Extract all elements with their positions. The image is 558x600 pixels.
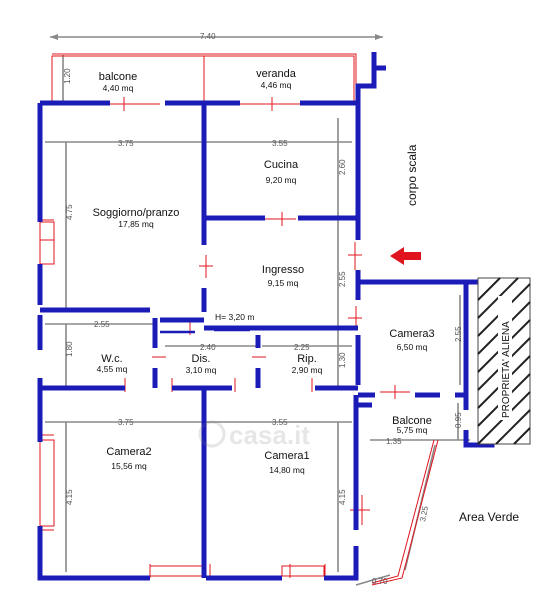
room-balcone-name: balcone bbox=[99, 71, 138, 83]
room-ingresso-area: 9,15 mq bbox=[268, 278, 299, 288]
dim-camera2-depth: 4.15 bbox=[65, 489, 74, 505]
room-wc-area: 4,55 mq bbox=[97, 364, 128, 374]
room-camera2-area: 15,56 mq bbox=[111, 461, 147, 471]
dim-bottom-edge: 0.70 bbox=[372, 577, 388, 586]
dim-soggiorno-width: 3.75 bbox=[118, 139, 134, 148]
room-cucina-area: 9,20 mq bbox=[266, 175, 297, 185]
proprieta-aliena-label: PROPRIETA' ALIENA bbox=[501, 321, 512, 418]
dim-camera1-depth: 4.15 bbox=[338, 489, 347, 505]
room-rip-name: Rip. bbox=[297, 353, 317, 365]
dim-camera1-width: 3.55 bbox=[272, 418, 288, 427]
watermark: casa.it bbox=[198, 420, 310, 450]
room-wc-name: W.c. bbox=[101, 353, 122, 365]
dim-cucina-depth: 2.60 bbox=[338, 159, 347, 175]
dim-cucina-width: 3.55 bbox=[272, 139, 288, 148]
dimension-texts: 7.40 1.20 3.75 3.55 2.60 4.75 2.55 2.55 … bbox=[63, 32, 463, 586]
room-camera1-name: Camera1 bbox=[264, 450, 309, 462]
walls bbox=[37, 52, 495, 581]
outside-labels: corpo scala Area Verde PROPRIETA' ALIENA bbox=[405, 144, 519, 524]
room-veranda-name: veranda bbox=[256, 68, 297, 80]
dim-wc-depth: 1.80 bbox=[65, 341, 74, 357]
dim-rip-depth: 1.30 bbox=[338, 352, 347, 368]
dim-camera2-width: 3.75 bbox=[118, 418, 134, 427]
room-balcone-right-name: Balcone bbox=[392, 415, 432, 427]
dim-dis-width: 2.40 bbox=[200, 343, 216, 352]
area-verde-label: Area Verde bbox=[459, 510, 519, 524]
room-camera3-area: 6,50 mq bbox=[397, 342, 428, 352]
entrance-arrow-icon bbox=[390, 247, 421, 265]
dim-soggiorno-depth: 4.75 bbox=[65, 204, 74, 220]
room-ingresso-name: Ingresso bbox=[262, 264, 304, 276]
room-dis-name: Dis. bbox=[192, 353, 211, 365]
room-dis-area: 3,10 mq bbox=[186, 365, 217, 375]
dim-ingresso-depth: 2.55 bbox=[338, 271, 347, 287]
dim-balcone-right-width: 1.35 bbox=[386, 437, 402, 446]
watermark-text: casa.it bbox=[229, 420, 310, 450]
height-note: H= 3,20 m bbox=[215, 312, 254, 322]
dim-wc-width: 2.55 bbox=[94, 320, 110, 329]
room-rip-area: 2,90 mq bbox=[292, 365, 323, 375]
room-camera2-name: Camera2 bbox=[106, 446, 151, 458]
room-veranda-area: 4,46 mq bbox=[261, 80, 292, 90]
corpo-scala-label: corpo scala bbox=[405, 144, 419, 206]
dim-rip-width: 2.25 bbox=[294, 343, 310, 352]
room-cucina-name: Cucina bbox=[264, 159, 299, 171]
neighbour-property-hatch bbox=[477, 277, 531, 445]
room-camera3-name: Camera3 bbox=[389, 328, 434, 340]
room-soggiorno-area: 17,85 mq bbox=[118, 219, 154, 229]
dim-garden-edge: 3.25 bbox=[418, 505, 430, 523]
dim-balcone-depth: 1.20 bbox=[63, 68, 72, 84]
dimension-lines bbox=[45, 34, 470, 586]
room-balcone-area: 4,40 mq bbox=[103, 83, 134, 93]
room-camera1-area: 14,80 mq bbox=[269, 465, 305, 475]
room-balcone-right-area: 5,75 mq bbox=[397, 425, 428, 435]
room-labels: balcone 4,40 mq veranda 4,46 mq Cucina 9… bbox=[93, 68, 435, 475]
dim-total-width: 7.40 bbox=[200, 32, 216, 41]
room-soggiorno-name: Soggiorno/pranzo bbox=[93, 207, 180, 219]
dim-camera3-depth: 2.55 bbox=[454, 326, 463, 342]
dim-balcone-right-depth: 0.95 bbox=[454, 412, 463, 428]
